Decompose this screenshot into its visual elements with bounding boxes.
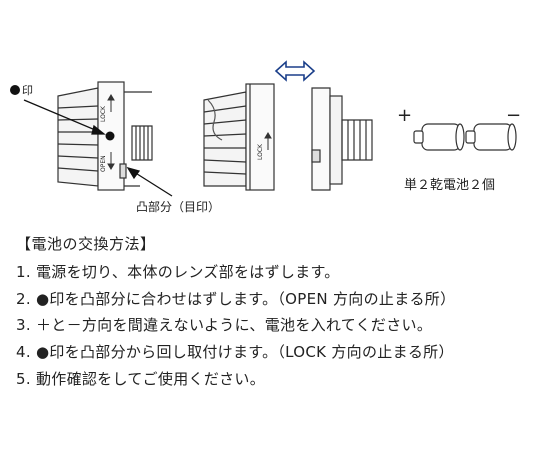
lock-arrow-mid xyxy=(264,132,272,150)
lock-label-left: LOCK xyxy=(100,105,107,122)
lens-collar-illustration xyxy=(203,83,275,191)
lock-arrow-left xyxy=(107,94,115,170)
minus-sign: − xyxy=(506,105,521,126)
dot-label: 印 xyxy=(22,84,33,97)
battery-left xyxy=(413,123,465,151)
plus-sign: + xyxy=(397,105,412,126)
lock-label-mid: LOCK xyxy=(257,143,264,160)
dot-pointer-arrow xyxy=(23,99,106,135)
open-label-left: OPEN xyxy=(100,155,107,172)
battery-replacement-diagram: LOCK OPEN 印 凸部分（目印） LOCK xyxy=(10,60,521,214)
double-arrow-icon xyxy=(274,60,316,82)
body-part-illustration xyxy=(311,87,373,191)
step-item: 2. ●印を凸部分に合わせはずします。（OPEN 方向の止まる所） xyxy=(16,289,456,308)
battery-caption: 単２乾電池２個 xyxy=(404,177,495,193)
step-item: 4. ●印を凸部分から回し取付けます。（LOCK 方向の止まる所） xyxy=(16,343,454,362)
step-item: 3. ＋と－方向を間違えないように、電池を入れてください。 xyxy=(16,316,433,335)
dot-mark xyxy=(105,131,115,141)
notch-label: 凸部分（目印） xyxy=(136,199,220,214)
instruction-steps: 1. 電源を切り、本体のレンズ部をはずします。 2. ●印を凸部分に合わせはずし… xyxy=(16,259,536,393)
step-item: 5. 動作確認をしてご使用ください。 xyxy=(16,369,266,388)
instructions-heading: 【電池の交換方法】 xyxy=(16,235,156,253)
battery-right xyxy=(465,123,517,151)
notch-pointer-arrow xyxy=(126,166,173,197)
dot-label-bullet xyxy=(10,85,20,95)
step-item: 1. 電源を切り、本体のレンズ部をはずします。 xyxy=(16,263,340,281)
battery-replacement-instructions: 【電池の交換方法】 1. 電源を切り、本体のレンズ部をはずします。 2. ●印を… xyxy=(16,231,536,393)
